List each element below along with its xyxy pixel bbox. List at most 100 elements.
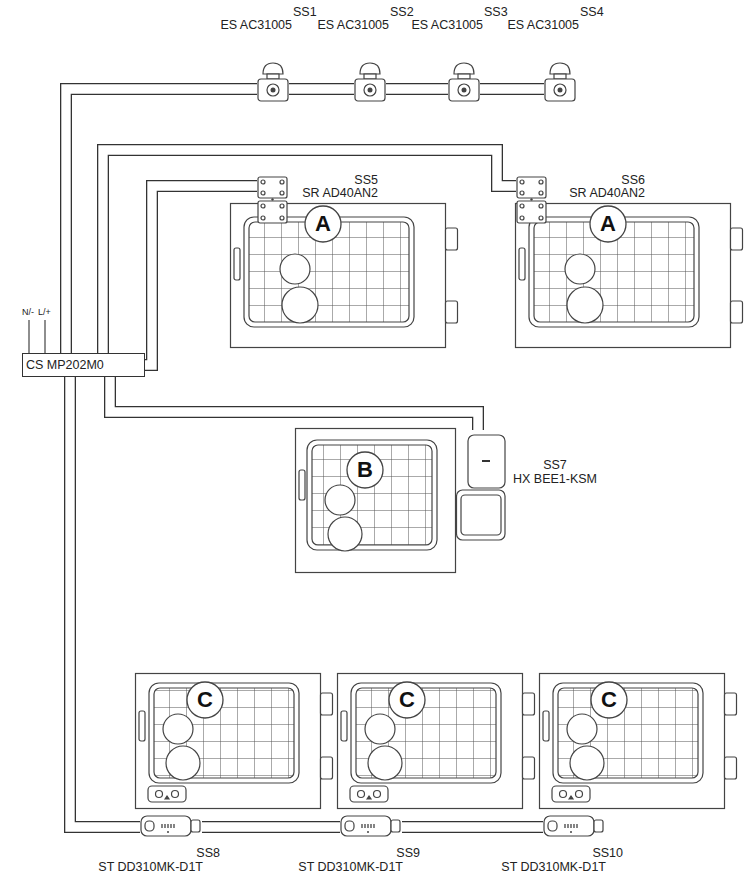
drawing-part [261, 191, 265, 195]
noncontact-sensor-icon [340, 812, 402, 840]
drawing-part [162, 824, 174, 828]
device-tag: SS4 [580, 5, 604, 19]
drawing-part [258, 177, 287, 198]
coded-switch-icon [257, 176, 288, 224]
drawing-part [517, 201, 546, 223]
drawing-part [280, 191, 284, 195]
noncontact-sensor-icon [543, 812, 605, 840]
cable-core [402, 822, 543, 831]
guard-window-outline [307, 440, 437, 550]
cable-sheath [202, 821, 340, 833]
drawing-part [280, 180, 284, 184]
machine-guard-c [136, 674, 333, 809]
drawing-part [187, 682, 223, 718]
cable [145, 186, 257, 365]
part-number: SR AD40AN2 [569, 186, 645, 200]
drawing-part [141, 816, 191, 836]
device-tag: SS7 [505, 458, 605, 472]
drawing-part [554, 74, 566, 79]
drawing-part [554, 84, 566, 96]
cable-sheath [145, 186, 257, 365]
drawing-part [280, 216, 284, 220]
drawing-part [364, 84, 376, 96]
machine-guard-a [231, 204, 458, 348]
noncontact-safety-sensor: SS10ST DD310MK-D1T [543, 812, 605, 840]
drawing-part [191, 820, 200, 832]
part-number: ES AC31005 [411, 18, 483, 32]
cable-sheath [66, 89, 257, 353]
drawing-part [347, 452, 383, 488]
emergency-stop-icon [544, 62, 576, 102]
coded-safety-switch: SS6SR AD40AN2 [516, 176, 547, 224]
drawing-part [360, 63, 380, 74]
cable-core [103, 150, 516, 353]
emergency-stop-icon [354, 62, 386, 102]
device-tag: SS10 [592, 846, 623, 860]
cable [480, 89, 544, 90]
drawing-part [468, 435, 505, 488]
safety-controller: CS MP202M0 [22, 353, 145, 377]
drawing-part [544, 816, 594, 836]
cable [386, 89, 448, 90]
drawing-part [530, 198, 532, 200]
zone-marker: B [346, 451, 384, 489]
drawing-part [548, 821, 557, 831]
guard-detail [328, 517, 362, 551]
part-number: ES AC31005 [507, 18, 579, 32]
drawing-part [280, 204, 284, 208]
drawing-part [261, 180, 265, 184]
part-number: ST DD310MK-D1T [501, 860, 606, 874]
drawing-part [558, 88, 563, 93]
emergency-stop-icon [257, 62, 289, 102]
machine-guard-a [516, 204, 743, 348]
drawing-part [458, 84, 470, 96]
device-tag: SS5 [354, 173, 378, 187]
drawing-part [367, 831, 369, 833]
drawing-part [167, 831, 169, 833]
zone-marker: C [186, 681, 224, 719]
zone-letter: C [399, 688, 415, 712]
zone-marker: C [590, 681, 628, 719]
device-tag: SS1 [293, 5, 317, 19]
drawing-part [454, 63, 474, 74]
cable [70, 377, 140, 827]
cable-sheath [103, 150, 516, 353]
cable-sheath [386, 83, 448, 95]
cable [202, 827, 340, 828]
drawing-part [145, 821, 154, 831]
drawing-part [570, 831, 572, 833]
device-tag: SS6 [621, 173, 645, 187]
cable-sheath [480, 83, 544, 95]
part-number: ES AC31005 [220, 18, 292, 32]
drawing-part [391, 820, 400, 832]
drawing-part [261, 204, 265, 208]
guard-detail [325, 485, 355, 515]
cable-sheath [110, 377, 478, 430]
coded-safety-switch: SS5SR AD40AN2 [257, 176, 288, 224]
drawing-part [355, 79, 385, 101]
noncontact-sensor-icon [140, 812, 202, 840]
cable-core [202, 822, 340, 831]
controller-label: CS MP202M0 [23, 354, 144, 376]
zone-marker: C [388, 681, 426, 719]
supply-terminal: L/+ [38, 307, 51, 318]
cable [66, 89, 257, 353]
emergency-stop: SS4ES AC31005 [544, 62, 576, 102]
drawing-part [590, 206, 626, 242]
drawing-part [539, 191, 543, 195]
emergency-stop: SS2ES AC31005 [354, 62, 386, 102]
drawing-part [565, 824, 577, 828]
part-number: HX BEE1-KSM [505, 472, 605, 486]
drawing-part [520, 180, 524, 184]
cable [110, 377, 478, 430]
zone-letter: C [601, 688, 617, 712]
drawing-part [267, 84, 279, 96]
drawing-part [341, 816, 391, 836]
drawing-part [539, 180, 543, 184]
drawing-part [457, 490, 506, 540]
guard-handle [299, 470, 305, 500]
machine-guard-c [338, 674, 535, 809]
cable-core [289, 84, 354, 93]
drawing-part [458, 74, 470, 79]
